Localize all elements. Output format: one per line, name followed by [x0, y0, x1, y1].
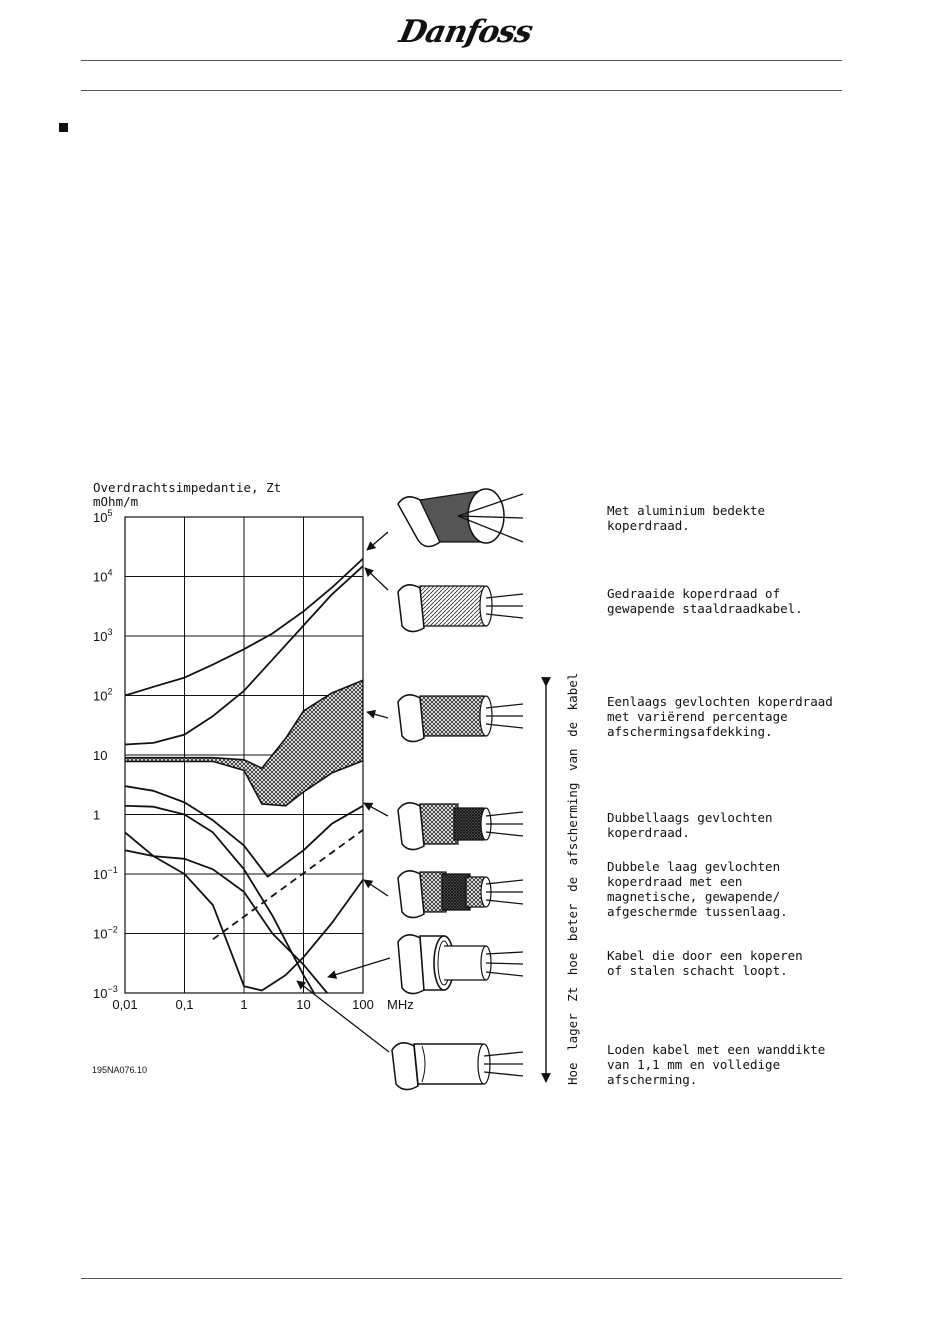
x-axis-unit: MHz: [387, 997, 414, 1012]
series-line-2: [125, 565, 363, 746]
cable-2-label: Gedraaide koperdraad of gewapende staald…: [607, 586, 803, 616]
cable-3-label: Eenlaags gevlochten koperdraad met varië…: [607, 694, 833, 739]
y-tick-label: 10−1: [93, 865, 118, 882]
series-line-5: [125, 804, 315, 993]
footer-rule: [81, 1278, 842, 1279]
y-tick-label: 1: [93, 808, 100, 823]
pointer-arrow-6: [327, 957, 391, 979]
series-line-7: [125, 831, 363, 992]
pointer-arrow-3: [366, 709, 389, 719]
cable-5-icon: [397, 870, 524, 919]
cable-1-icon: [397, 488, 524, 548]
series-line-8: [125, 849, 328, 993]
grid: [125, 517, 363, 993]
y-tick-label: 104: [93, 568, 112, 585]
header-rule-bottom: [81, 90, 842, 91]
figure-code: 195NA076.10: [92, 1065, 148, 1075]
y-tick-label: 10−3: [93, 984, 118, 1001]
x-tick-label: 0,1: [175, 997, 193, 1012]
y-tick-label: 10: [93, 748, 107, 763]
cable-7-label: Loden kabel met een wanddikte van 1,1 mm…: [607, 1042, 826, 1087]
y-tick-label: 102: [93, 687, 112, 704]
pointer-arrows: [296, 531, 391, 1053]
chart-title: Overdrachtsimpedantie, Zt: [93, 480, 281, 495]
y-tick-label: 103: [93, 627, 112, 644]
x-tick-label: 1: [240, 997, 247, 1012]
cable-4-icon: [397, 802, 524, 851]
quality-arrow-label: Hoe lager Zt hoe beter de afscherming va…: [565, 672, 580, 1085]
y-tick-label: 10−2: [93, 925, 118, 942]
series-line-4: [125, 785, 363, 878]
cable-1-label: Met aluminium bedekte koperdraad.: [607, 503, 766, 533]
cable-7-icon: [391, 1042, 524, 1091]
x-tick-labels: 0,01 0,1 1 10 100: [112, 997, 374, 1012]
cable-5-label: Dubbele laag gevlochten koperdraad met e…: [607, 859, 788, 919]
y-tick-label: 105: [93, 508, 112, 525]
x-tick-label: 0,01: [112, 997, 137, 1012]
x-tick-label: 100: [352, 997, 374, 1012]
pointer-arrow-4: [363, 802, 389, 817]
series-band-3: [125, 679, 363, 807]
series-line-6: [212, 829, 363, 941]
y-axis-unit: mOhm/m: [93, 494, 138, 509]
pointer-arrow-1: [366, 531, 389, 551]
series-line-1: [125, 557, 363, 697]
x-tick-label: 10: [296, 997, 310, 1012]
cable-6-label: Kabel die door een koperen of stalen sch…: [607, 948, 803, 978]
series-group: [125, 557, 363, 993]
section-bullet: [59, 123, 68, 132]
header-rule-top: [81, 60, 842, 61]
pointer-arrow-2: [364, 567, 389, 591]
cable-2-icon: [397, 584, 524, 633]
cable-illustrations: [391, 488, 524, 1091]
cable-4-label: Dubbellaags gevlochten koperdraad.: [607, 810, 773, 840]
cable-3-icon: [397, 694, 524, 743]
cable-6-icon: [397, 934, 524, 995]
pointer-arrow-5: [363, 879, 389, 897]
pointer-arrow-7: [296, 980, 390, 1053]
